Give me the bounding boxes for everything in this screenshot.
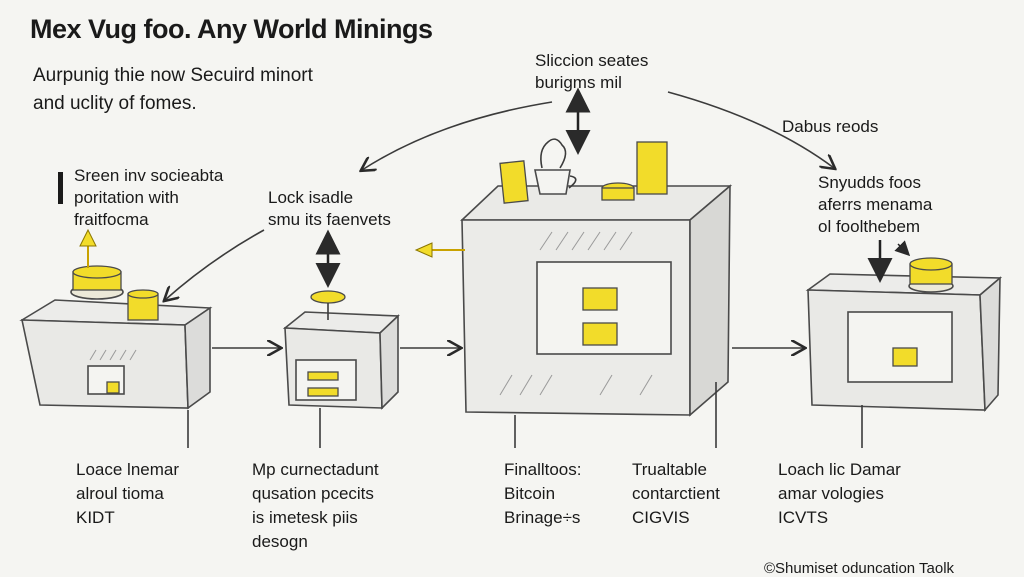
right-note: Snyudds foos aferrs menama ol foolthebem [818, 172, 932, 238]
label-line: Bitcoin [504, 484, 556, 503]
coin-stack-left [70, 265, 159, 321]
label-line: Loach lic Damar [778, 460, 901, 479]
label-line: KIDT [76, 508, 115, 527]
label-line: desogn [252, 532, 308, 551]
label-line: contarctient [632, 484, 720, 503]
lock-note: Lock isadle smu its faenvets [268, 187, 391, 231]
note-line: Lock isadle [268, 188, 354, 207]
label-line: ICVTS [778, 508, 829, 527]
label-line: is imetesk piis [252, 508, 358, 527]
label-line: Mp curnectadunt [252, 460, 379, 479]
note-line: fraitfocma [74, 210, 149, 229]
label-line: amar vologies [778, 484, 884, 503]
box-left [19, 299, 213, 410]
note-line: ol foolthebem [818, 217, 921, 236]
label-line: Sliccion seates [535, 51, 649, 70]
credit-text: ©Shumiset oduncation Taolk [764, 560, 955, 577]
diagram-subtitle: Aurpunig thie now Secuird minort and ucl… [33, 62, 313, 118]
bottom-label-3: Finalltoos: Bitcoin Brinage÷s [504, 458, 581, 530]
label-line: burigms mil [535, 73, 622, 92]
note-line: aferrs menama [818, 195, 933, 214]
box-right [805, 257, 1003, 413]
bottom-label-1: Loace lnemar alroul tioma KIDT [76, 458, 179, 530]
note-line: smu its faenvets [268, 210, 391, 229]
label-line: CIGVIS [632, 508, 690, 527]
left-note: Sreen inv socieabta poritation with frai… [74, 165, 223, 231]
central-mining-rig [459, 138, 733, 417]
bottom-label-5: Loach lic Damar amar vologies ICVTS [778, 458, 901, 530]
bottom-label-4: Trualtable contarctient CIGVIS [632, 458, 720, 530]
label-line: Finalltoos: [504, 460, 582, 479]
label-line: alroul tioma [76, 484, 164, 503]
label-line: Brinage÷s [504, 508, 581, 527]
note-line: Snyudds foos [818, 173, 922, 192]
note-line: Sreen inv socieabta [74, 166, 224, 185]
subtitle-line: and uclity of fomes. [33, 93, 197, 114]
bottom-label-2: Mp curnectadunt qusation pcecits is imet… [252, 458, 379, 554]
diagram-title: Mex Vug foo. Any World Minings [30, 14, 433, 44]
note-line: poritation with [74, 188, 179, 207]
top-center-label: Sliccion seates burigms mil [535, 50, 648, 94]
box-middle-left [282, 290, 400, 410]
top-right-label: Dabus reods [782, 117, 879, 136]
label-line: Trualtable [632, 460, 707, 479]
subtitle-line: Aurpunig thie now Secuird minort [33, 65, 313, 86]
label-line: Loace lnemar [76, 460, 180, 479]
label-line: qusation pcecits [252, 484, 374, 503]
